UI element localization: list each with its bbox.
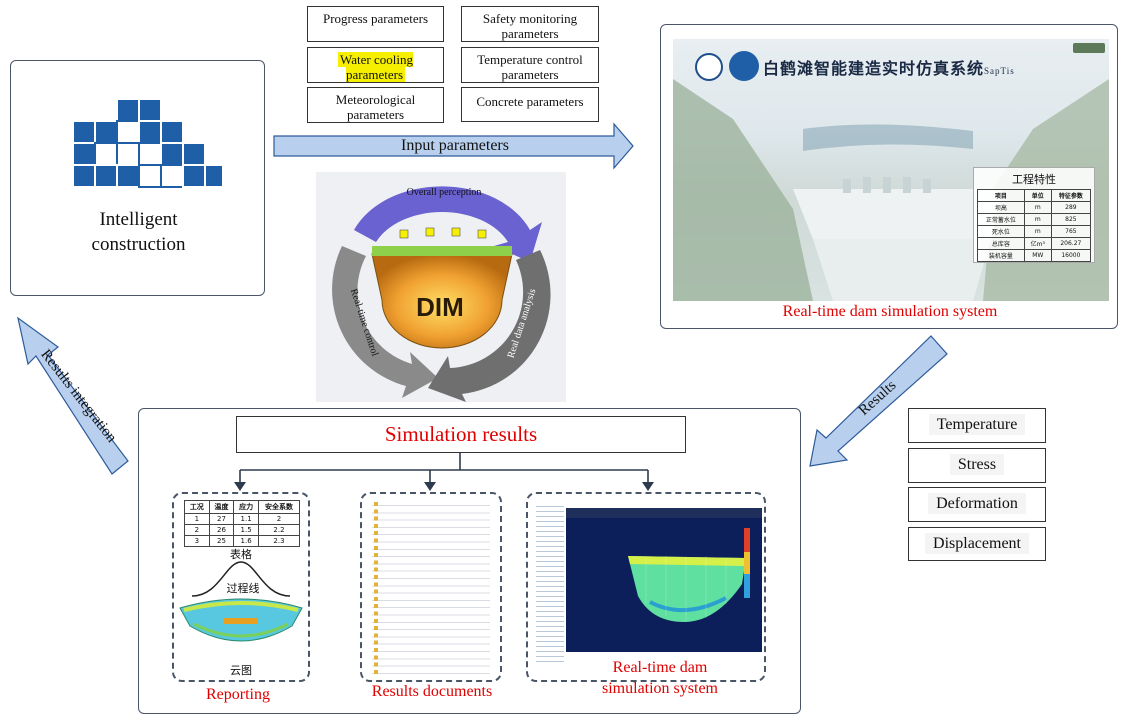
dam-model-3d [628,528,750,622]
results-documents-caption: Results documents [371,683,493,700]
results-integration-arrow [17,316,129,475]
process-curve-icon [191,561,291,597]
file-list [372,500,490,676]
simulation-system-results-caption: Real-time dam simulation system [602,659,718,697]
curve-label: 过程线 [226,582,260,595]
param-meteorological: Meteorological parameters [307,87,444,123]
input-parameters-arrow [273,122,634,170]
file-icons-column [374,502,378,674]
real-time-control-arc [332,246,438,398]
viewport-toolbar[interactable] [566,508,762,518]
viewport-3d [566,508,762,652]
cloud-label: 云图 [230,664,252,677]
simulation-system-group [526,492,766,682]
intelligent-construction-box: Intelligent construction [10,60,265,296]
simulation-logo-1 [695,53,723,81]
dim-cycle-graphic [316,172,566,402]
intelligent-construction-logo [73,98,223,188]
dim-center-label: DIM [416,292,464,322]
simulation-logo-2 [729,51,759,81]
dim-dam-section [371,253,513,349]
overall-perception-label: Overall perception [406,187,482,198]
output-displacement: Displacement [908,527,1046,561]
param-progress: Progress parameters [307,6,444,42]
output-stress: Stress [908,448,1046,483]
results-arrow [809,335,948,467]
results-tree-connectors [239,453,649,484]
results-documents-group [360,492,502,682]
output-temperature: Temperature [908,408,1046,443]
simulation-results-panel [138,408,801,714]
real-data-analysis-arc [428,250,551,402]
input-parameters-label: Input parameters [401,137,509,154]
simulation-system-caption: Real-time dam simulation system [782,303,998,320]
param-temperature-control: Temperature control parameters [461,47,599,83]
param-water-cooling: Water cooling parameters [307,47,444,83]
engineering-characteristics-title: 工程特性 [1012,173,1056,186]
output-deformation: Deformation [908,487,1046,522]
param-concrete: Concrete parameters [461,87,599,122]
overall-perception-arc [354,186,542,262]
window-controls[interactable] [1073,43,1105,53]
reporting-caption: Reporting [206,686,270,703]
simulation-title: 白鹤滩智能建造实时仿真系统SapTis [763,59,1015,78]
cloud-map-image [179,598,303,642]
project-tree-panel [536,502,564,662]
simulation-results-title: Simulation results [236,416,686,453]
intelligent-construction-label: Intelligent construction [91,209,186,255]
table-label: 表格 [230,548,252,561]
param-safety-monitoring: Safety monitoring parameters [461,6,599,42]
